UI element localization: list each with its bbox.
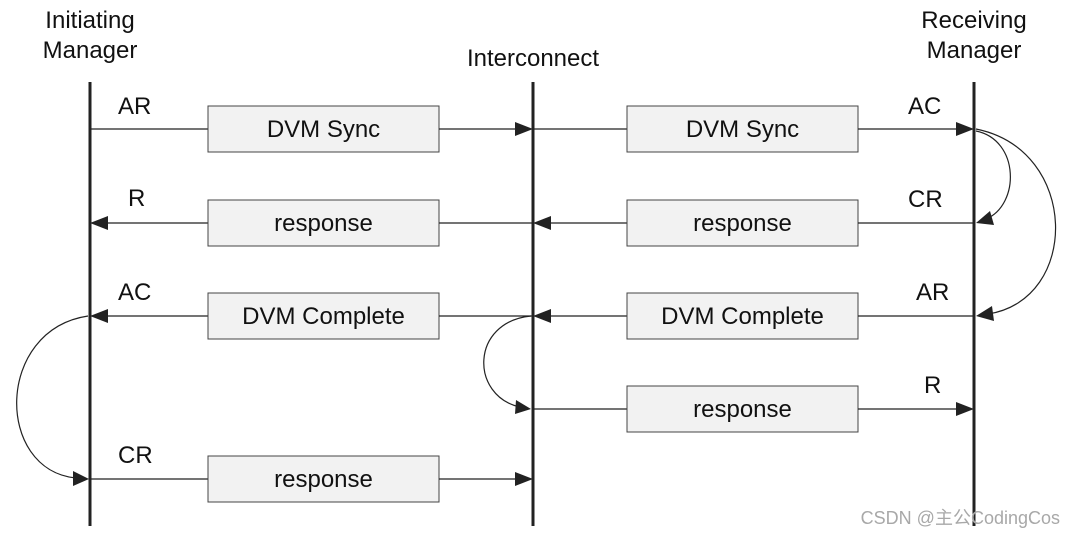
box-response-row2-left-label: response (274, 210, 373, 237)
box-response-row4-right-label: response (693, 396, 792, 423)
header-receiving-line1: Receiving (921, 7, 1026, 34)
signal-ar-initiating: AR (118, 93, 151, 120)
box-dvm-complete-left-label: DVM Complete (242, 303, 405, 330)
signal-ar-receiving: AR (916, 279, 949, 306)
arrowhead-row1-to-interconnect (515, 122, 533, 136)
arrowhead-row1-to-receiving (956, 122, 974, 136)
curve-receiving-ac-to-ar (975, 128, 1057, 315)
box-response-row5-left-label: response (274, 466, 373, 493)
box-dvm-complete-right (626, 292, 859, 340)
curve-receiving-ac-to-cr (975, 130, 1011, 220)
box-response-row2-right (626, 199, 859, 247)
arrowhead-row5-to-interconnect (515, 472, 533, 486)
arrowhead-row4-to-receiving (956, 402, 974, 416)
header-receiving-line2: Manager (927, 37, 1022, 64)
arrowhead-row3-to-initiating (90, 309, 108, 323)
box-dvm-sync-left (207, 105, 440, 153)
arrowhead-row3-to-interconnect (533, 309, 551, 323)
arrowhead-curve-receiving-ar (976, 306, 994, 321)
signal-ac-receiving: AC (908, 93, 941, 120)
header-initiating-line1: Initiating (45, 7, 134, 34)
box-dvm-sync-left-label: DVM Sync (267, 116, 380, 143)
box-response-row5-left (207, 455, 440, 503)
box-response-row2-right-label: response (693, 210, 792, 237)
arrowhead-curve-receiving-cr (976, 211, 994, 225)
header-interconnect: Interconnect (467, 45, 599, 72)
signal-cr-initiating: CR (118, 442, 153, 469)
box-dvm-complete-right-label: DVM Complete (661, 303, 824, 330)
signal-r-receiving: R (924, 372, 941, 399)
curve-interconnect-complete-to-response (483, 315, 532, 408)
curve-initiating-ac-to-cr (16, 315, 89, 479)
signal-cr-receiving: CR (908, 186, 943, 213)
signal-ac-initiating: AC (118, 279, 151, 306)
header-initiating-line2: Manager (43, 37, 138, 64)
arrowhead-row2-to-initiating (90, 216, 108, 230)
arrowhead-row2-to-interconnect (533, 216, 551, 230)
watermark-text: CSDN @主公CodingCos (861, 508, 1060, 528)
arrowhead-curve-interconnect (515, 400, 531, 414)
box-dvm-sync-right-label: DVM Sync (686, 116, 799, 143)
signal-r-initiating: R (128, 185, 145, 212)
box-dvm-complete-left (207, 292, 440, 340)
arrowhead-curve-initiating (73, 471, 89, 486)
box-response-row4-right (626, 385, 859, 433)
